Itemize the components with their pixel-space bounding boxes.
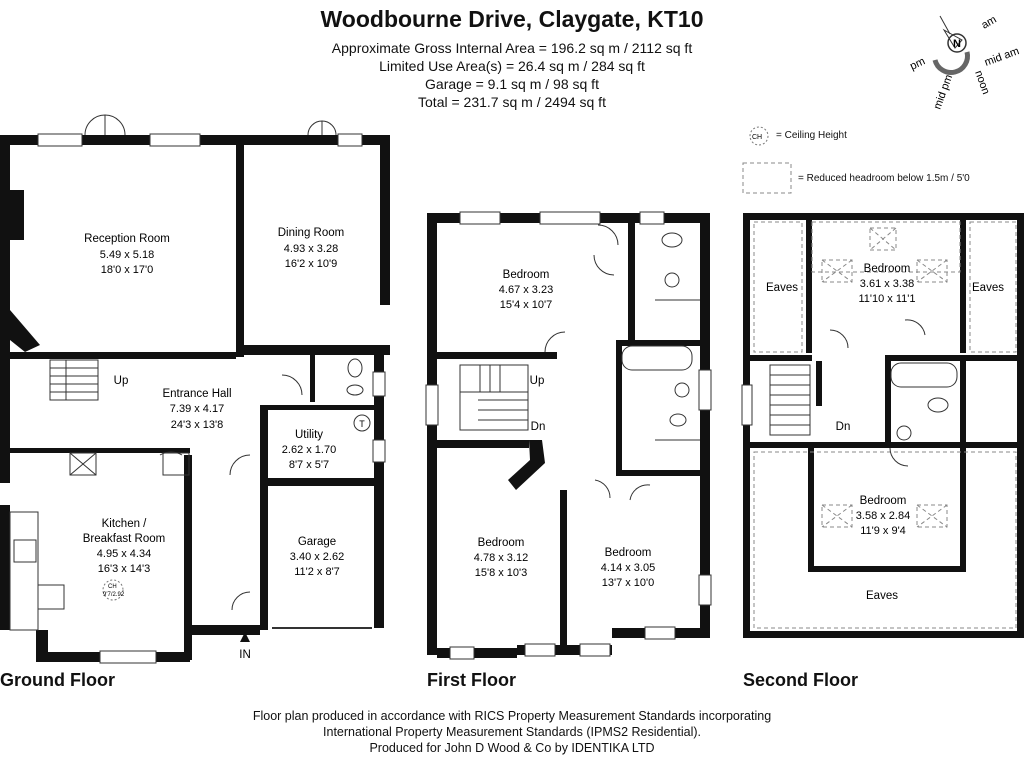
dining-room-name: Dining Room	[278, 227, 344, 239]
entrance-hall-dim-ft: 24'3 x 13'8	[171, 419, 224, 431]
first-floor-label: First Floor	[427, 670, 516, 690]
compass-north-label: N	[953, 38, 961, 50]
second-bedroom-1-name: Bedroom	[864, 263, 911, 275]
first-floor-plan	[425, 211, 712, 660]
footer-line-1: Floor plan produced in accordance with R…	[252, 709, 772, 723]
second-eaves-right-label: Eaves	[972, 282, 1004, 294]
first-bedroom-3-dim-m: 4.14 x 3.05	[601, 562, 655, 574]
compass-mid-am-label: mid am	[983, 45, 1021, 69]
footer-line-3: Produced for John D Wood & Co by IDENTIK…	[369, 741, 655, 755]
entrance-hall-name: Entrance Hall	[162, 388, 231, 400]
ground-floor-label: Ground Floor	[0, 670, 115, 690]
first-bedroom-2-dim-m: 4.78 x 3.12	[474, 552, 528, 564]
limited-use-area: Limited Use Area(s) = 26.4 sq m / 284 sq…	[379, 58, 645, 74]
first-bedroom-2-dim-ft: 15'8 x 10'3	[475, 567, 528, 579]
gross-internal-area: Approximate Gross Internal Area = 196.2 …	[331, 40, 693, 56]
plan-title: Woodbourne Drive, Claygate, KT10	[320, 6, 704, 32]
first-stairs-up-label: Up	[530, 375, 545, 387]
kitchen-name-line-1: Kitchen /	[102, 518, 148, 530]
utility-t-symbol: T	[359, 419, 365, 429]
second-bedroom-2-dim-ft: 11'9 x 9'4	[860, 525, 906, 537]
kitchen-ch-value: 9'7/2.92	[103, 592, 125, 598]
dining-room-dim-m: 4.93 x 3.28	[284, 243, 338, 255]
entrance-hall-dim-m: 7.39 x 4.17	[170, 403, 224, 415]
second-bedroom-2-dim-m: 3.58 x 2.84	[856, 510, 910, 522]
second-floor-plan	[741, 213, 1024, 638]
reduced-headroom-symbol-icon	[742, 162, 792, 194]
ground-floor-plan: CH 9'7/2.92	[0, 114, 390, 664]
footer-line-2: International Property Measurement Stand…	[323, 725, 701, 739]
kitchen-ch-label: CH	[108, 584, 117, 590]
dining-room-dim-ft: 16'2 x 10'9	[285, 258, 338, 270]
ground-stairs-up-label: Up	[114, 375, 129, 387]
second-bedroom-2-name: Bedroom	[860, 495, 907, 507]
second-stairs-dn-label: Dn	[836, 421, 851, 433]
garage-dim-m: 3.40 x 2.62	[290, 551, 344, 563]
first-bedroom-1-name: Bedroom	[503, 269, 550, 281]
utility-room-dim-m: 2.62 x 1.70	[282, 444, 336, 456]
second-bedroom-1-dim-ft: 11'10 x 11'1	[858, 293, 915, 305]
kitchen-dim-ft: 16'3 x 14'3	[98, 563, 151, 575]
compass-mid-pm-label: mid pm	[932, 73, 956, 111]
footer-notes: Floor plan produced in accordance with R…	[0, 708, 1024, 756]
entrance-in-label: IN	[239, 649, 251, 661]
compass-icon: N am mid am noon mid pm pm	[908, 14, 1021, 111]
first-bedroom-2-name: Bedroom	[478, 537, 525, 549]
compass-pm-label: pm	[908, 55, 927, 72]
first-bedroom-3-name: Bedroom	[605, 547, 652, 559]
first-bedroom-1-dim-m: 4.67 x 3.23	[499, 284, 553, 296]
second-bedroom-1-dim-m: 3.61 x 3.38	[860, 278, 914, 290]
garage-name: Garage	[298, 536, 336, 548]
kitchen-dim-m: 4.95 x 4.34	[97, 548, 151, 560]
second-floor-label: Second Floor	[743, 670, 859, 690]
garage-dim-ft: 11'2 x 8'7	[294, 566, 340, 578]
legend-ceiling-height: = Ceiling Height	[776, 130, 847, 141]
second-eaves-bottom-label: Eaves	[866, 590, 898, 602]
garage-area: Garage = 9.1 sq m / 98 sq ft	[425, 76, 599, 92]
kitchen-name-line-2: Breakfast Room	[83, 533, 165, 545]
legend-ch-symbol: CH	[752, 134, 762, 141]
reception-room-name: Reception Room	[84, 233, 170, 245]
total-area: Total = 231.7 sq m / 2494 sq ft	[418, 94, 606, 110]
reception-room-dim-ft: 18'0 x 17'0	[101, 264, 154, 276]
ceiling-height-symbol-icon	[749, 126, 769, 146]
compass-noon-label: noon	[972, 69, 992, 96]
compass-am-label: am	[980, 14, 999, 32]
second-eaves-left-label: Eaves	[766, 282, 798, 294]
utility-room-dim-ft: 8'7 x 5'7	[289, 459, 329, 471]
first-bedroom-1-dim-ft: 15'4 x 10'7	[500, 299, 553, 311]
legend-reduced-headroom: = Reduced headroom below 1.5m / 5'0	[798, 173, 970, 184]
utility-room-name: Utility	[295, 429, 323, 441]
reception-room-dim-m: 5.49 x 5.18	[100, 249, 154, 261]
first-bedroom-3-dim-ft: 13'7 x 10'0	[602, 577, 655, 589]
first-stairs-dn-label: Dn	[531, 421, 546, 433]
